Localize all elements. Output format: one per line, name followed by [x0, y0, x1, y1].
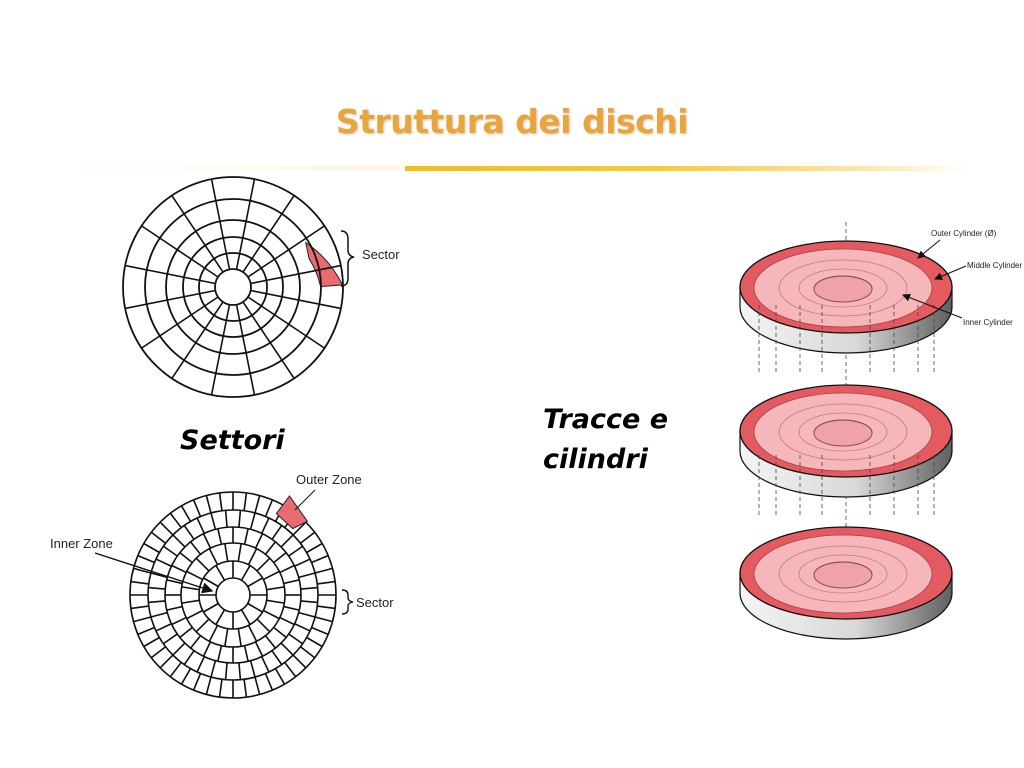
settori-caption: Settori: [180, 425, 285, 456]
outer-zone-label: Outer Zone: [296, 472, 362, 487]
slide-title: Struttura dei dischi: [335, 102, 689, 141]
outer-zone-highlight: [275, 495, 309, 530]
track-circles: [122, 176, 344, 398]
middle-cylinder-label: Middle Cylinder: [967, 261, 1022, 270]
zone-sector-brace: [341, 589, 354, 615]
sector-brace: [340, 230, 355, 287]
title-underline: [405, 166, 970, 171]
inner-cylinder-label: Inner Cylinder: [963, 318, 1013, 327]
platter: [739, 240, 953, 354]
inner-zone-label: Inner Zone: [50, 536, 113, 551]
sector-diagram: Sector: [122, 176, 400, 398]
tracce-caption-line1: Tracce e: [543, 404, 669, 435]
zone-sector-label: Sector: [356, 595, 394, 610]
zone-diagram: Outer Zone Inner Zone Sector: [50, 472, 394, 699]
cylinder-labels: Outer Cylinder (Ø) Middle Cylinder Inner…: [902, 229, 1022, 327]
inner-zone-arrow: [94, 552, 214, 594]
title-underline-faint: [70, 166, 400, 170]
cylinder-guides: [758, 305, 935, 518]
sector-label: Sector: [362, 247, 400, 262]
zone-blocks: [129, 491, 337, 699]
outer-cylinder-label: Outer Cylinder (Ø): [931, 229, 997, 238]
platter: [739, 526, 953, 640]
platter: [739, 384, 953, 498]
tracce-caption-line2: cilindri: [543, 444, 648, 475]
platter-stack: [739, 222, 953, 640]
tracce-caption: Tracce e cilindri: [543, 400, 668, 480]
